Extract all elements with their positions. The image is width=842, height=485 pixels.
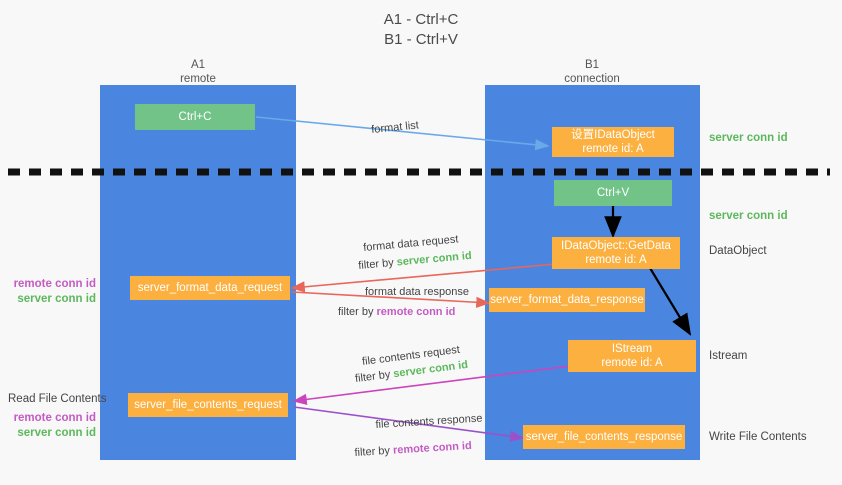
edge-label-format-list: format list <box>370 119 420 137</box>
column-header-a1-sub: remote <box>180 73 216 85</box>
column-header-a1-name: A1 <box>190 59 206 71</box>
label-dataobject: DataObject <box>709 245 767 257</box>
box-set-dataobject-line1: 设置IDataObject <box>571 129 655 141</box>
edge-filter-value-remote-conn-id: remote conn id <box>392 439 473 457</box>
label-format-remote-conn-id: remote conn id <box>13 278 96 290</box>
edge-filter-value-server-conn-id: server conn id <box>396 249 473 269</box>
label-server-conn-id-top: server conn id <box>709 132 788 144</box>
box-ctrl-c[interactable]: Ctrl+C <box>135 104 255 130</box>
edge-filter-prefix: filter by <box>354 368 395 386</box>
title-line-1: A1 - Ctrl+C <box>383 11 459 28</box>
box-server-file-contents-response[interactable]: server_file_contents_response <box>523 425 685 449</box>
box-server-format-data-response-label: server_format_data_response <box>490 294 644 306</box>
label-istream: Istream <box>709 350 748 362</box>
box-server-file-contents-response-label: server_file_contents_response <box>525 431 683 443</box>
box-ctrl-v[interactable]: Ctrl+V <box>554 180 672 206</box>
edge-label-format-data-response-filter: filter by remote conn id <box>338 305 455 319</box>
label-format-server-conn-id: server conn id <box>17 293 96 305</box>
box-ctrl-c-label: Ctrl+C <box>178 111 212 123</box>
title-line-2: B1 - Ctrl+V <box>384 31 458 48</box>
label-write-file-contents: Write File Contents <box>709 431 807 443</box>
box-istream[interactable]: IStream remote id: A <box>568 340 696 372</box>
box-server-format-data-response[interactable]: server_format_data_response <box>489 288 645 312</box>
box-server-format-data-request-label: server_format_data_request <box>137 282 283 294</box>
label-read-file-contents: Read File Contents <box>8 393 107 405</box>
column-header-a1: A1 remote <box>108 58 288 86</box>
box-set-dataobject[interactable]: 设置IDataObject remote id: A <box>552 127 674 157</box>
box-server-file-contents-request[interactable]: server_file_contents_request <box>128 393 288 417</box>
box-getdata[interactable]: IDataObject::GetData remote id: A <box>552 237 680 269</box>
label-file-conn-ids: remote conn id server conn id <box>2 411 96 441</box>
diagram-title: A1 - Ctrl+C B1 - Ctrl+V <box>0 10 842 50</box>
edge-filter-prefix: filter by <box>354 444 394 460</box>
label-file-server-conn-id: server conn id <box>17 427 96 439</box>
edge-label-format-data-response: format data response <box>365 286 469 298</box>
label-server-conn-id-second: server conn id <box>709 210 788 222</box>
box-istream-line1: IStream <box>611 343 653 355</box>
box-server-file-contents-request-label: server_file_contents_request <box>134 399 282 411</box>
column-header-b1-name: B1 <box>584 59 600 71</box>
edge-label-file-contents-response: file contents response <box>375 412 483 432</box>
box-ctrl-v-label: Ctrl+V <box>596 187 630 199</box>
label-file-remote-conn-id: remote conn id <box>13 412 96 424</box>
edge-filter-prefix: filter by <box>357 256 398 273</box>
edge-filter-prefix: filter by <box>338 306 377 318</box>
label-format-conn-ids: remote conn id server conn id <box>2 277 96 307</box>
column-header-b1: B1 connection <box>502 58 682 86</box>
column-header-b1-sub: connection <box>564 73 620 85</box>
edge-label-file-contents-response-filter: filter by remote conn id <box>354 439 472 460</box>
box-server-format-data-request[interactable]: server_format_data_request <box>130 276 290 300</box>
box-getdata-line2: remote id: A <box>585 254 647 266</box>
box-set-dataobject-line2: remote id: A <box>582 143 644 155</box>
edge-filter-value-remote-conn-id: remote conn id <box>376 306 456 318</box>
box-getdata-line1: IDataObject::GetData <box>561 240 671 252</box>
box-istream-line2: remote id: A <box>601 357 663 369</box>
